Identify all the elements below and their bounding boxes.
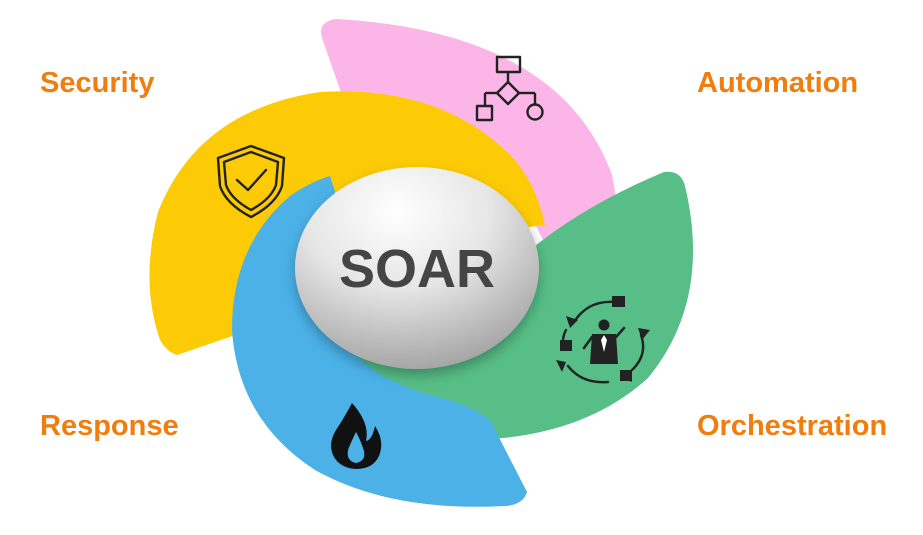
orchestration-cycle-icon <box>556 296 650 384</box>
response-label: Response <box>40 410 179 442</box>
center-disc <box>295 167 539 369</box>
security-label: Security <box>40 67 155 99</box>
orchestration-label: Orchestration <box>697 410 888 442</box>
fire-icon <box>331 403 382 469</box>
automation-label: Automation <box>697 67 859 99</box>
workflow-icon <box>475 55 544 122</box>
shield-check-icon <box>216 144 286 219</box>
security-petal <box>149 91 545 355</box>
center-label: SOAR <box>339 239 495 299</box>
automation-petal <box>320 19 618 318</box>
